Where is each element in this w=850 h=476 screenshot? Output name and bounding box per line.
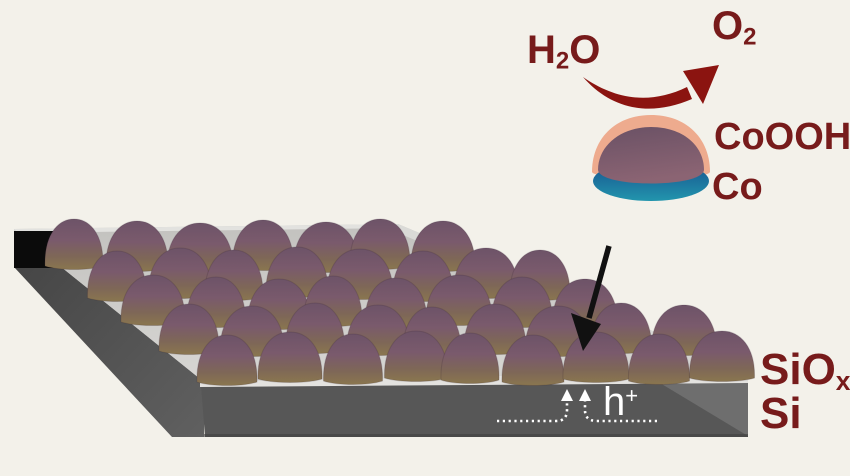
- nanoparticle: [257, 331, 323, 383]
- si-left-face: [14, 229, 204, 437]
- holes-superscript: +: [625, 382, 639, 408]
- nanoparticle: [196, 334, 258, 387]
- hole-path-left: [497, 399, 569, 423]
- nanoparticle: [562, 331, 630, 383]
- si-label: Si: [760, 389, 802, 438]
- pointer-arrow-head: [571, 313, 601, 351]
- reaction-arrow-head: [683, 65, 719, 104]
- nanoparticle: [44, 218, 104, 271]
- si-front-face: [201, 378, 748, 437]
- reaction-arrow-swoosh: [583, 77, 692, 109]
- nanoparticle: [627, 333, 691, 386]
- siox-label: SiOx: [760, 345, 850, 396]
- h2o-label: H2O: [527, 28, 601, 75]
- dashed-up-arrows-icon: [497, 389, 657, 423]
- co-core: [598, 127, 704, 184]
- holes-label: h+: [603, 380, 639, 424]
- co-label: Co: [712, 166, 763, 208]
- down-left-arrow-icon: [571, 245, 612, 351]
- nanoparticle: [383, 330, 449, 382]
- nanoparticle: [501, 334, 565, 387]
- slab-bottom-edge: [204, 434, 748, 437]
- nanoparticle: [688, 330, 756, 382]
- nanoparticle: [322, 333, 384, 386]
- nanoparticle: [440, 332, 500, 385]
- h2o-subscript: 2: [555, 47, 570, 75]
- nanoparticle-array: [44, 218, 756, 387]
- coooh-label: CoOOH: [714, 116, 850, 158]
- si-front-face-highlight: [655, 380, 748, 436]
- nanoparticle: [120, 274, 186, 326]
- pointer-arrow-shaft: [586, 245, 612, 319]
- nanoparticle: [158, 303, 220, 356]
- o2-subscript: 2: [743, 23, 757, 51]
- hole-arrowhead-left: [561, 389, 573, 401]
- o2-label: O2: [712, 4, 757, 51]
- curved-arrow-icon: [583, 65, 719, 109]
- siox-subscript: x: [835, 365, 850, 396]
- hole-arrowhead-right: [579, 389, 591, 401]
- hole-path-right: [583, 399, 657, 423]
- inset-nanoparticle: [583, 65, 719, 201]
